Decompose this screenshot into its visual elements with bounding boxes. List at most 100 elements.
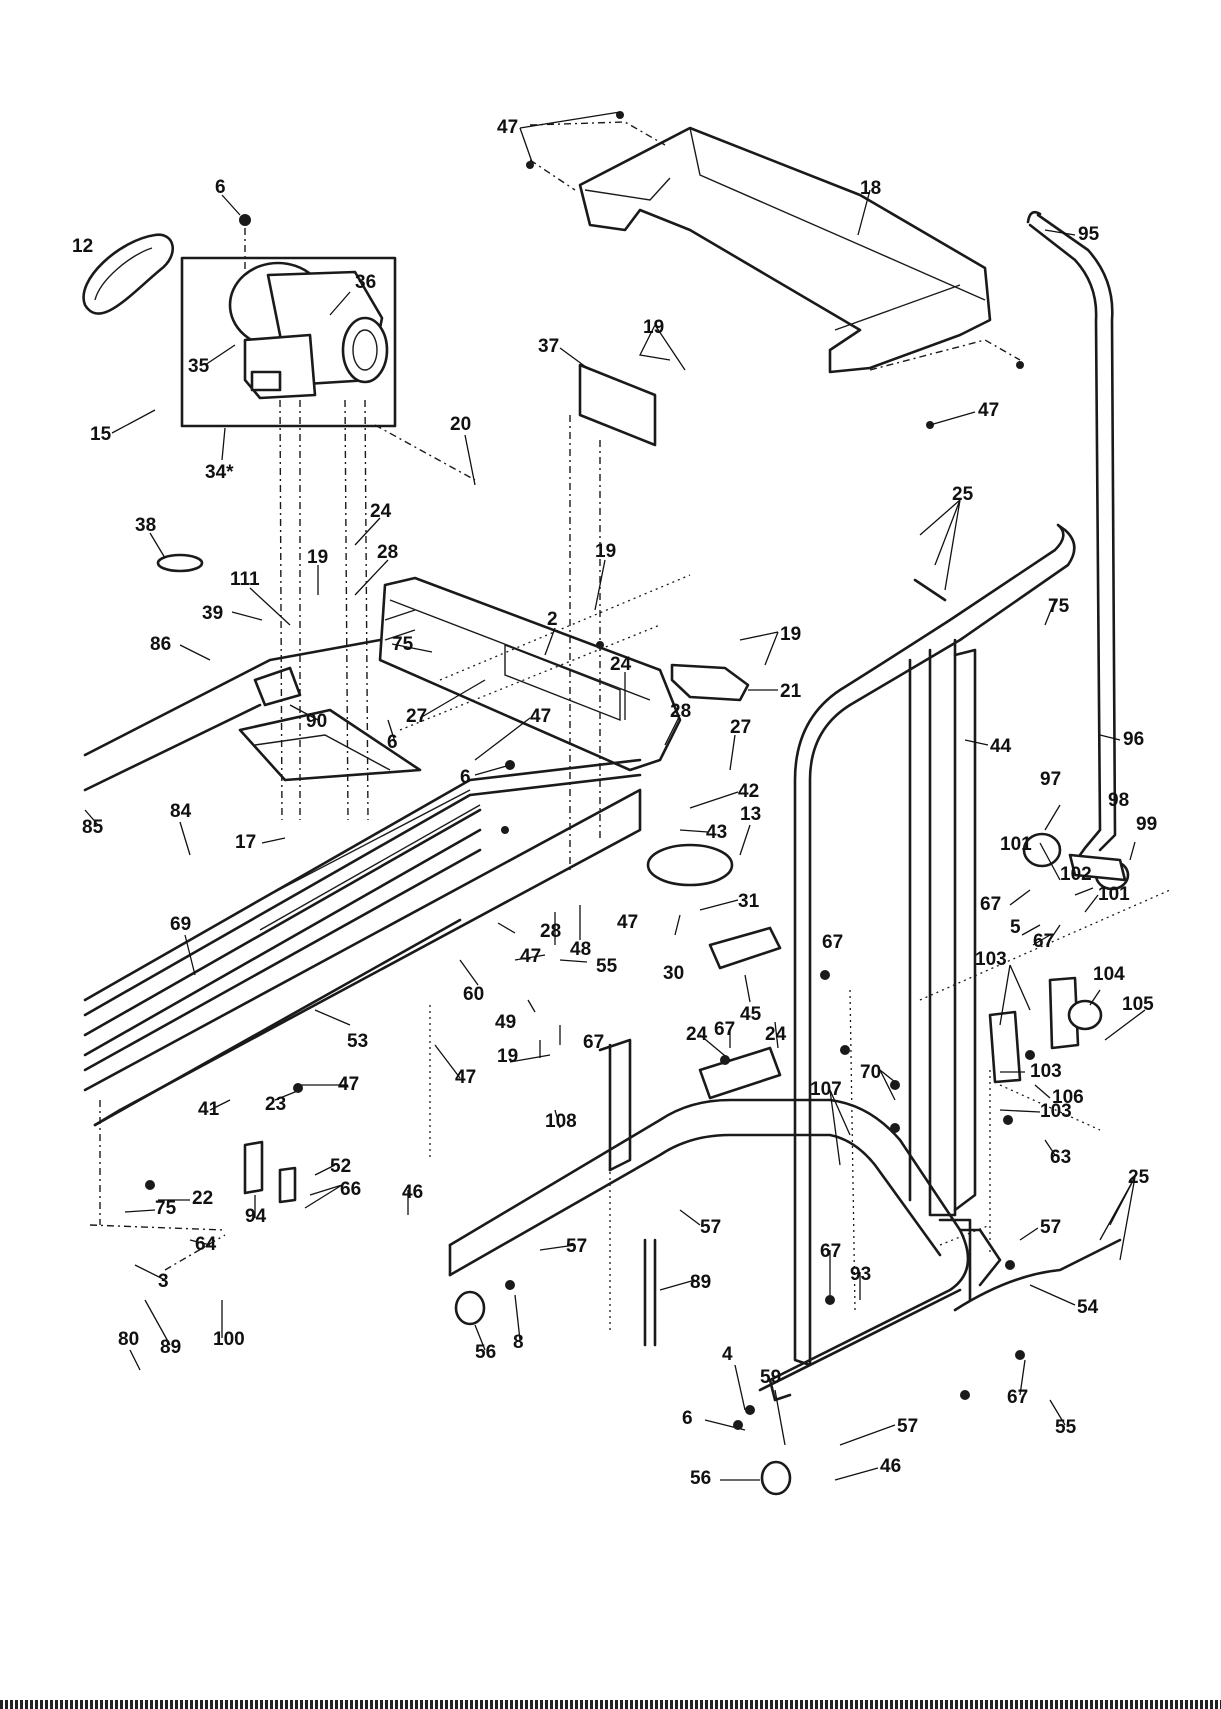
- callout: 69: [170, 914, 191, 935]
- callout: 89: [160, 1337, 181, 1358]
- callout: 44: [990, 736, 1012, 757]
- callout: 46: [402, 1182, 423, 1203]
- callout: 67: [980, 894, 1001, 915]
- callout: 86: [150, 634, 171, 655]
- front-frame-hood: [378, 576, 682, 772]
- callout: 47: [497, 117, 518, 138]
- callout: 67: [1007, 1387, 1028, 1408]
- hardware-fasteners: [145, 641, 1035, 1430]
- callout: 18: [860, 178, 881, 199]
- motor-assembly-box: [180, 214, 397, 428]
- callout: 36: [355, 272, 376, 293]
- callout: 55: [596, 956, 618, 977]
- callout: 55: [1055, 1417, 1077, 1438]
- callout: 63: [1050, 1147, 1071, 1168]
- callout: 60: [463, 984, 484, 1005]
- scan-edge: [0, 1700, 1221, 1709]
- callout: 97: [1040, 769, 1061, 790]
- callout: 19: [307, 547, 328, 568]
- callout: 89: [690, 1272, 711, 1293]
- callout-labels: 47 18 95 12 6 36 35 15 34* 19 37 47 20 2…: [72, 117, 1157, 1489]
- callout: 25: [952, 484, 974, 505]
- callout: 56: [690, 1468, 711, 1489]
- callout: 106: [1052, 1087, 1084, 1108]
- callout: 80: [118, 1329, 139, 1350]
- callout: 84: [170, 801, 192, 822]
- callout: 37: [538, 336, 559, 357]
- callout: 101: [1098, 884, 1130, 905]
- base-frame: [448, 1038, 1002, 1402]
- callout: 67: [583, 1032, 604, 1053]
- right-upright-handle: [1026, 210, 1117, 857]
- callout: 90: [306, 711, 327, 732]
- callout: 67: [1033, 931, 1054, 952]
- callout: 95: [1078, 224, 1100, 245]
- callout: 38: [135, 515, 156, 536]
- callout: 66: [340, 1179, 361, 1200]
- callout: 3: [158, 1271, 169, 1292]
- callout: 47: [530, 706, 551, 727]
- callout: 39: [202, 603, 223, 624]
- callout: 108: [545, 1111, 577, 1132]
- callout: 41: [198, 1099, 220, 1120]
- callout: 47: [520, 946, 541, 967]
- callout: 2: [547, 609, 558, 630]
- callout: 99: [1136, 814, 1157, 835]
- callout: 70: [860, 1062, 881, 1083]
- callout: 4: [722, 1344, 733, 1365]
- callout: 75: [392, 634, 414, 655]
- callout: 34*: [205, 462, 234, 483]
- callout: 24: [610, 654, 632, 675]
- callout: 49: [495, 1012, 516, 1033]
- callout: 20: [450, 414, 471, 435]
- callout: 48: [570, 939, 591, 960]
- assembly-lines: [89, 399, 1171, 1330]
- callout: 85: [82, 817, 104, 838]
- callout: 96: [1123, 729, 1144, 750]
- callout: 105: [1122, 994, 1154, 1015]
- callout: 5: [1010, 917, 1021, 938]
- callout: 100: [213, 1329, 245, 1350]
- callout: 103: [1040, 1101, 1072, 1122]
- callout: 19: [780, 624, 801, 645]
- callout: 47: [978, 400, 999, 421]
- callout: 6: [215, 177, 226, 198]
- callout: 12: [72, 236, 93, 257]
- callout: 27: [730, 717, 751, 738]
- callout: 57: [1040, 1217, 1061, 1238]
- callout: 35: [188, 356, 210, 377]
- callout: 67: [822, 932, 843, 953]
- callout: 28: [377, 542, 398, 563]
- callout: 19: [497, 1046, 518, 1067]
- callout: 47: [617, 912, 638, 933]
- callout: 28: [540, 921, 561, 942]
- callout: 98: [1108, 790, 1129, 811]
- callout: 47: [455, 1067, 476, 1088]
- callout: 111: [230, 569, 260, 590]
- callout: 15: [90, 424, 112, 445]
- callout: 59: [760, 1367, 781, 1388]
- callout: 6: [682, 1408, 693, 1429]
- callout: 67: [714, 1019, 735, 1040]
- callout: 43: [706, 822, 727, 843]
- callout: 52: [330, 1156, 351, 1177]
- callout: 24: [686, 1024, 708, 1045]
- callout: 46: [880, 1456, 901, 1477]
- callout: 107: [810, 1079, 842, 1100]
- drive-belt: [82, 233, 175, 315]
- left-upright: [793, 523, 1076, 1367]
- callout: 57: [566, 1236, 587, 1257]
- callout: 30: [663, 963, 684, 984]
- callout: 24: [765, 1024, 787, 1045]
- callout: 102: [1060, 864, 1092, 885]
- callout: 57: [700, 1217, 721, 1238]
- callout: 94: [245, 1206, 267, 1227]
- callout: 101: [1000, 834, 1032, 855]
- callout: 42: [738, 781, 759, 802]
- callout: 103: [1030, 1061, 1062, 1082]
- callout: 103: [975, 949, 1007, 970]
- callout: 17: [235, 832, 256, 853]
- callout: 75: [1048, 596, 1070, 617]
- callout: 54: [1077, 1297, 1099, 1318]
